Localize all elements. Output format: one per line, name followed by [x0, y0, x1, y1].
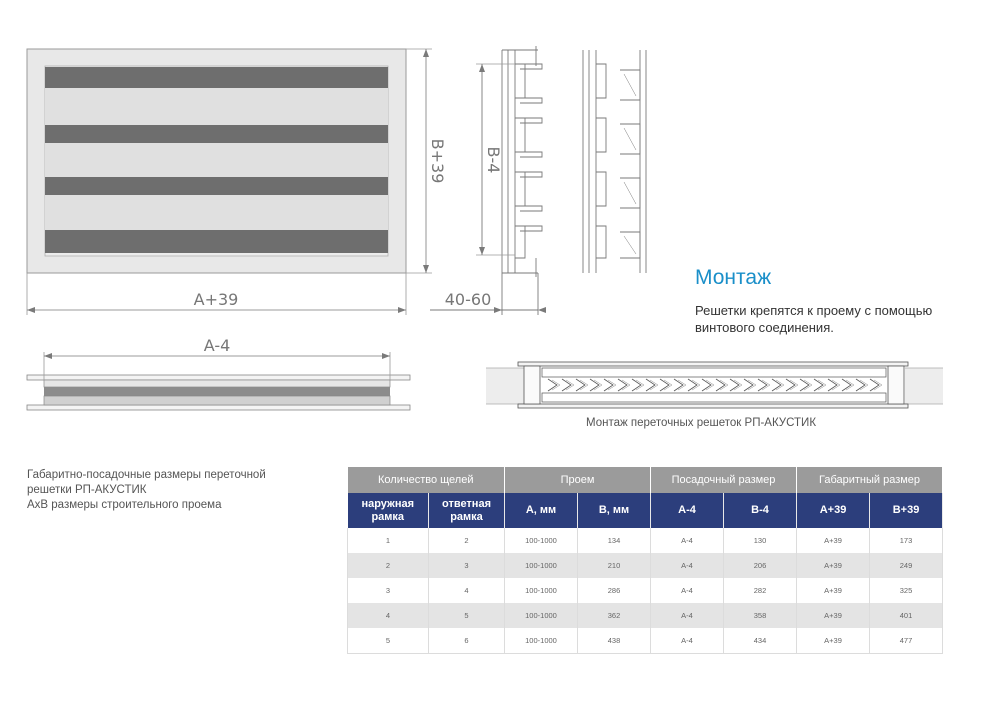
table-cell: А+39	[796, 603, 871, 628]
table-cell: 100-1000	[504, 628, 578, 654]
column-header: В-4	[723, 493, 798, 528]
table-cell: 282	[723, 578, 798, 603]
table-cell: 3	[347, 578, 429, 603]
notes-line: Габаритно-посадочные размеры переточной	[27, 469, 266, 481]
table-cell: 173	[869, 528, 944, 553]
column-header: А, мм	[504, 493, 578, 528]
front-view-drawing: B+39 A+39	[26, 48, 447, 315]
table-cell: 477	[869, 628, 944, 654]
table-cell: 401	[869, 603, 944, 628]
table-cell: А-4	[650, 628, 725, 654]
group-header: Посадочный размер	[650, 467, 798, 493]
column-header: А+39	[796, 493, 871, 528]
table-row: 2 3 100-1000 210 А-4 206 А+39 249	[347, 553, 944, 578]
montage-title: Монтаж	[695, 266, 772, 289]
notes-line: АхВ размеры строительного проема	[27, 499, 222, 511]
dim-a4-label: A-4	[204, 336, 231, 355]
table-row: 5 6 100-1000 438 А-4 434 А+39 477	[347, 628, 944, 654]
dim-b39-label: B+39	[428, 139, 447, 184]
group-header: Проем	[504, 467, 652, 493]
table-cell: 286	[577, 578, 652, 603]
table-cell: А+39	[796, 553, 871, 578]
table-group-header-row: Количество щелей Проем Посадочный размер…	[347, 467, 944, 493]
table-cell: 325	[869, 578, 944, 603]
table-row: 4 5 100-1000 362 А-4 358 А+39 401	[347, 603, 944, 628]
table-cell: 100-1000	[504, 553, 578, 578]
installation-caption: Монтаж переточных решеток РП-АКУСТИК	[586, 417, 817, 429]
table-cell: 100-1000	[504, 528, 578, 553]
table-cell: А-4	[650, 528, 725, 553]
table-cell: 358	[723, 603, 798, 628]
table-cell: А+39	[796, 628, 871, 654]
table-row: 3 4 100-1000 286 А-4 282 А+39 325	[347, 578, 944, 603]
column-header: ответная рамка	[428, 493, 505, 528]
table-cell: 4	[347, 603, 429, 628]
dim-a39-label: A+39	[194, 290, 239, 309]
table-cell: А+39	[796, 578, 871, 603]
side-section-drawing	[430, 46, 647, 315]
table-cell: 434	[723, 628, 798, 654]
table-cell: 206	[723, 553, 798, 578]
table-cell: А-4	[650, 603, 725, 628]
dimensions-table: Количество щелей Проем Посадочный размер…	[347, 467, 944, 654]
table-cell: 100-1000	[504, 603, 578, 628]
group-header: Количество щелей	[347, 467, 505, 493]
table-cell: 134	[577, 528, 652, 553]
table-cell: 362	[577, 603, 652, 628]
top-view-drawing: A-4	[26, 336, 411, 411]
notes-line: решетки РП-АКУСТИК	[27, 484, 147, 496]
dimensions-notes: Габаритно-посадочные размеры переточной …	[27, 468, 327, 513]
table-subheader-row: наружная рамка ответная рамка А, мм В, м…	[347, 493, 944, 528]
table-cell: 2	[347, 553, 429, 578]
table-cell: 1	[347, 528, 429, 553]
group-header: Габаритный размер	[796, 467, 944, 493]
table-cell: 3	[428, 553, 505, 578]
installation-section-drawing	[486, 361, 943, 409]
table-cell: 249	[869, 553, 944, 578]
table-cell: А-4	[650, 578, 725, 603]
column-header: В+39	[869, 493, 944, 528]
table-cell: 4	[428, 578, 505, 603]
dim-b4-label: B-4	[484, 147, 503, 174]
table-cell: 5	[428, 603, 505, 628]
table-cell: 5	[347, 628, 429, 654]
column-header: наружная рамка	[347, 493, 429, 528]
dim-depth-label: 40-60	[445, 290, 492, 309]
table-cell: 438	[577, 628, 652, 654]
table-cell: 2	[428, 528, 505, 553]
table-cell: 100-1000	[504, 578, 578, 603]
montage-description: Решетки крепятся к проему с помощью винт…	[695, 303, 933, 335]
table-row: 1 2 100-1000 134 А-4 130 А+39 173	[347, 528, 944, 553]
table-cell: А+39	[796, 528, 871, 553]
column-header: В, мм	[577, 493, 652, 528]
table-cell: А-4	[650, 553, 725, 578]
table-cell: 210	[577, 553, 652, 578]
table-cell: 130	[723, 528, 798, 553]
column-header: А-4	[650, 493, 725, 528]
table-cell: 6	[428, 628, 505, 654]
